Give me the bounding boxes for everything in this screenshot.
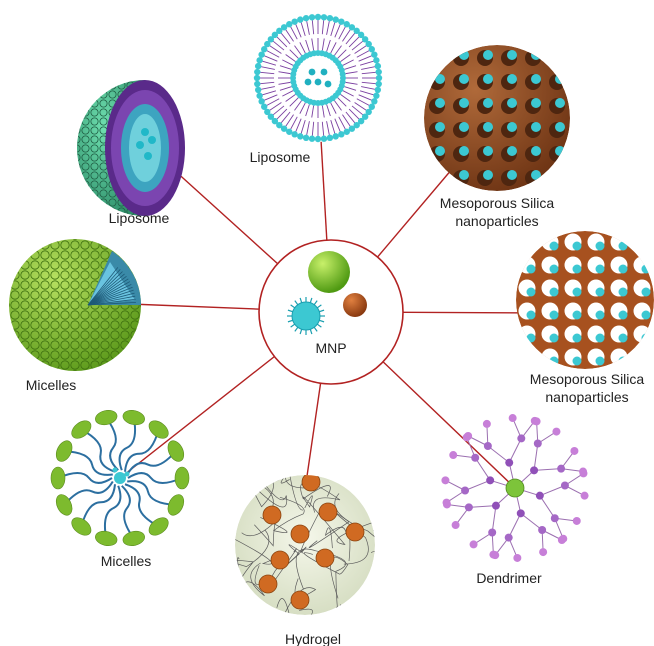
silica-top-diagram: [424, 45, 570, 191]
mnp-center: MNP: [259, 240, 403, 384]
micelle-left-diagram: [9, 239, 141, 371]
liposome-top-diagram: [254, 14, 382, 142]
silica-right-label-line2: nanoparticles: [545, 389, 628, 405]
silica-top-label-line2: nanoparticles: [455, 213, 538, 229]
mnp-brown-sphere: [343, 293, 367, 317]
liposome-top-label: Liposome: [250, 149, 311, 165]
liposome-left-diagram: [77, 80, 185, 216]
hydrogel-diagram: [193, 420, 421, 646]
hydrogel-label: Hydrogel: [285, 631, 341, 646]
mnp-label: MNP: [315, 340, 346, 356]
silica-right-diagram: [516, 231, 654, 369]
dendrimer-label: Dendrimer: [476, 570, 542, 586]
micelle-bottom-diagram: [51, 408, 189, 547]
liposome-left-label: Liposome: [109, 210, 170, 226]
mnp-green-sphere: [308, 251, 350, 293]
silica-top-label-line1: Mesoporous Silica: [440, 195, 555, 211]
micelle-bottom-label: Micelles: [101, 553, 152, 569]
silica-right-label-line1: Mesoporous Silica: [530, 371, 645, 387]
micelle-left-label: Micelles: [26, 377, 77, 393]
dendrimer-diagram: [441, 414, 588, 562]
